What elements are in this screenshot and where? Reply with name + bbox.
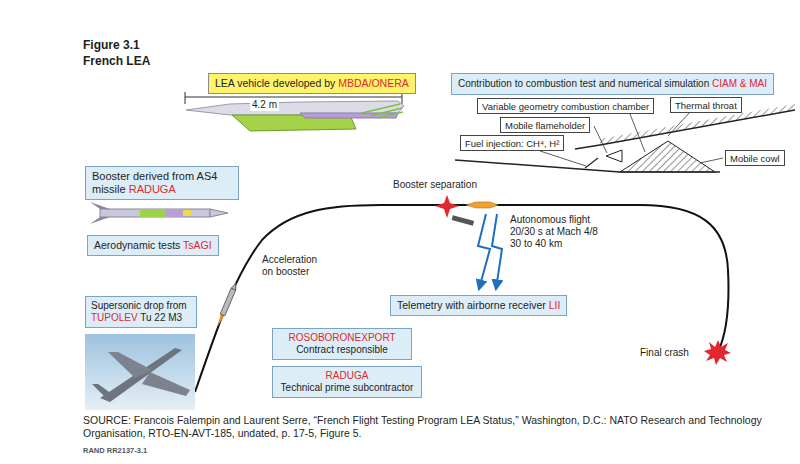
aircraft-tail	[92, 384, 112, 396]
organisation-box: Contribution to combustion test and nume…	[451, 73, 774, 95]
leader-line	[594, 126, 607, 153]
booster-body	[220, 288, 236, 316]
box-text: Thermal throat	[675, 100, 737, 111]
box-subtext: TsAGI	[183, 239, 212, 251]
booster-nose	[231, 283, 238, 290]
leader-line	[630, 114, 645, 152]
leader-line	[668, 112, 690, 136]
box-text: Mobile cowl	[730, 153, 780, 164]
tail-fin	[370, 108, 402, 116]
crash-burst	[704, 340, 731, 365]
booster-on-trajectory	[216, 283, 239, 327]
spent-booster	[452, 215, 475, 226]
box-text: LEA vehicle developed by	[215, 77, 335, 89]
callout-box: Fuel injection: CH⁴, H²	[460, 135, 564, 151]
box-text: RADUGA	[279, 370, 415, 382]
booster-flame	[216, 314, 224, 327]
lea-vehicle-drawing	[185, 92, 404, 131]
box-text: Fuel injection: CH⁴, H²	[465, 138, 559, 149]
fuel-injector	[585, 158, 598, 168]
organisation-box: Aerodynamic tests TsAGI	[87, 235, 219, 256]
leader-line	[540, 151, 586, 166]
callout-box: Mobile flameholder	[500, 117, 590, 133]
box-text: Supersonic drop from	[91, 300, 187, 311]
flight-note: Autonomous flight 20/30 s at Mach 4/8 30…	[510, 214, 605, 250]
photo-sky	[85, 334, 195, 410]
figure-id: RAND RR2137-3.1	[83, 446, 147, 455]
box-subtext: Tu 22 M3	[140, 312, 182, 323]
aircraft-photo	[85, 334, 195, 410]
missile-section	[183, 210, 191, 216]
box-text: Mobile flameholder	[505, 120, 585, 131]
organisation-box: Telemetry with airborne receiver LII	[390, 295, 567, 316]
box-subtext: TUPOLEV	[91, 312, 138, 323]
box-subtext: Contract responsible	[279, 344, 405, 356]
event-label: Final crash	[640, 347, 689, 359]
phase-label: Acceleration on booster	[262, 254, 324, 278]
box-text: Aerodynamic tests	[94, 239, 180, 251]
aircraft-wing	[142, 372, 190, 396]
box-text: Contribution to combustion test and nume…	[458, 78, 709, 89]
callout-box: Thermal throat	[670, 97, 742, 113]
box-text: Variable geometry combustion chamber	[482, 101, 649, 112]
trajectory	[195, 205, 729, 392]
dimension-label: 4.2 m	[250, 99, 279, 111]
tail-fin	[378, 112, 403, 118]
missile-nose	[210, 209, 228, 217]
box-subtext: LII	[549, 299, 561, 311]
flameholder	[606, 150, 622, 162]
box-text: Telemetry with airborne receiver	[397, 299, 546, 311]
organisation-box: Supersonic drop from TUPOLEV Tu 22 M3	[85, 296, 197, 328]
lea-in-flight	[466, 202, 498, 208]
upper-wall	[575, 110, 795, 149]
booster-missile-drawing	[90, 202, 228, 224]
missile-section	[165, 209, 183, 217]
dimension-tick	[402, 92, 403, 104]
separation-star	[435, 195, 459, 218]
missile-body	[100, 209, 210, 217]
telemetry-arrow	[492, 214, 502, 289]
aircraft-fuselage	[100, 348, 182, 402]
missile-fin	[90, 217, 110, 224]
box-text: ROSOBORONEXPORT	[279, 332, 405, 344]
missile-fin	[90, 202, 110, 209]
aircraft-wing	[108, 352, 152, 378]
figure-title: Figure 3.1 French LEA	[83, 37, 163, 69]
telemetry-arrow	[478, 214, 490, 289]
box-subtext: Technical prime subcontractor	[279, 382, 415, 394]
callout-box: Variable geometry combustion chamber	[477, 98, 654, 114]
organisation-box: Booster derived from AS4 missile RADUGA	[85, 166, 239, 200]
cowl	[620, 141, 715, 172]
box-subtext: RADUGA	[129, 183, 176, 195]
missile-section	[140, 209, 165, 217]
dimension-line	[185, 97, 402, 98]
organisation-box: LEA vehicle developed by MBDA/ONERA	[208, 73, 416, 94]
dimension-tick	[185, 92, 186, 104]
callout-box: Mobile cowl	[725, 150, 785, 166]
event-label: Booster separation	[393, 179, 477, 191]
organisation-box: ROSOBORONEXPORTContract responsible	[272, 328, 412, 360]
source-caption: SOURCE: Francois Falempin and Laurent Se…	[83, 414, 783, 439]
tail-fin	[362, 104, 400, 113]
box-subtext: MBDA/ONERA	[338, 77, 409, 89]
box-subtext: CIAM & MAI	[712, 78, 767, 89]
organisation-box: RADUGATechnical prime subcontractor	[272, 366, 422, 398]
leader-line	[700, 158, 723, 163]
